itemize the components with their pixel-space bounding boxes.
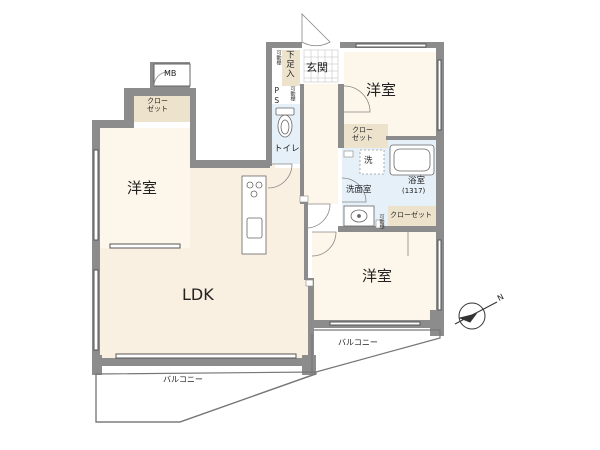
bathroom-size-label: (1317)	[402, 187, 426, 195]
shoebox-label: 下足入	[284, 50, 295, 79]
ldk-label: LDK	[182, 285, 214, 304]
closet-center-floor	[342, 124, 388, 148]
bathtub	[389, 144, 435, 176]
washroom-label: 洗面室	[346, 185, 372, 195]
shoebox-floor	[282, 50, 300, 86]
western-room-lower-right-label: 洋室	[362, 267, 393, 285]
western-upper-right-floor	[344, 52, 436, 138]
balcony-main-label: バルコニー	[163, 375, 203, 384]
washbasin	[343, 205, 375, 227]
entrance-floor	[302, 52, 344, 84]
mb-label: MB	[164, 69, 177, 78]
ps-label: PS	[272, 86, 282, 106]
mb-door-arc	[153, 71, 169, 87]
doors	[267, 13, 409, 257]
windows	[93, 43, 442, 359]
entrance-tiles	[303, 49, 339, 83]
wash-mark-label: 洗	[364, 156, 373, 166]
entrance-label: 玄関	[306, 61, 328, 74]
mb-box	[153, 63, 191, 87]
small-box-wash	[343, 150, 354, 158]
small-box-hall	[299, 195, 309, 203]
bathroom-label: 浴室	[408, 176, 426, 186]
washing-machine-area	[359, 149, 385, 175]
closet-lower-right-label: クローゼット	[390, 211, 432, 219]
toilet-fixture	[275, 107, 295, 138]
movable-shelf-label-1: 可動棚	[275, 50, 282, 65]
kitchen-counter	[241, 175, 267, 255]
hall-floor	[302, 84, 338, 204]
toilet-label: トイレ	[274, 144, 300, 154]
western-left-floor	[100, 128, 190, 248]
compass-rose	[454, 301, 498, 330]
closet-left-label: クロー ゼット	[147, 97, 168, 113]
movable-shelf-label-2: 可動棚	[289, 86, 296, 101]
closet-lower-right-floor	[388, 206, 436, 228]
small-box-bath	[375, 219, 384, 229]
closet-left-floor	[134, 96, 192, 122]
movable-shelf-label-3: 可動棚	[378, 214, 385, 229]
western-room-upper-right-label: 洋室	[366, 81, 397, 99]
closet-center-label: クロー ゼット	[352, 126, 373, 142]
balcony-right-label: バルコニー	[338, 338, 378, 347]
small-box-ldk	[305, 279, 314, 287]
western-lower-right-floor	[312, 232, 436, 324]
western-room-left-label: 洋室	[127, 179, 158, 197]
balconies	[95, 329, 441, 423]
